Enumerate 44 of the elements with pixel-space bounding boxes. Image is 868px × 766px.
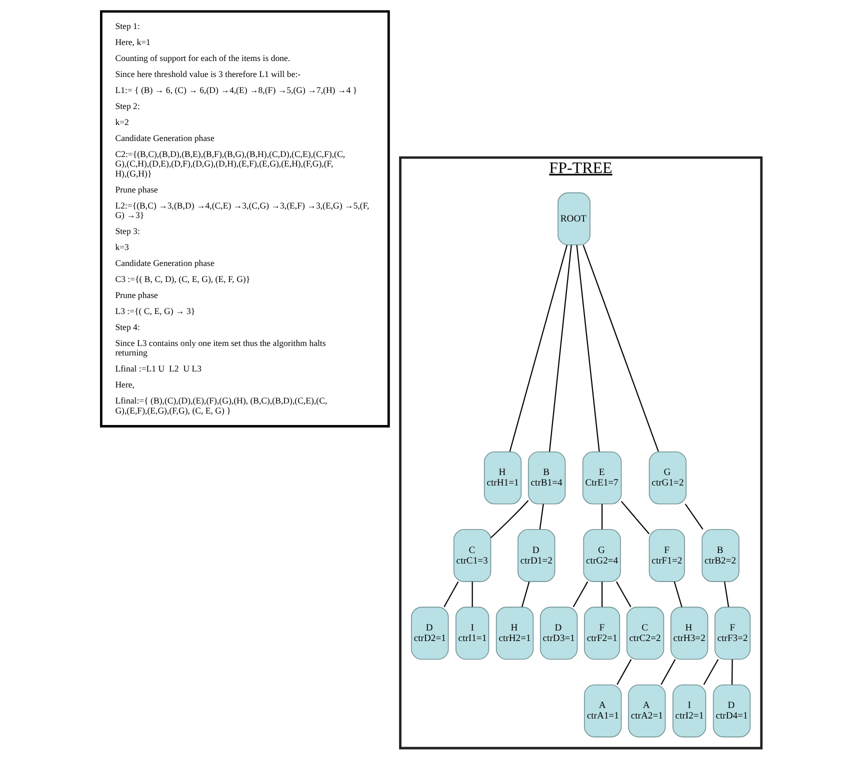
- node-box: C ctrC2=2: [626, 606, 664, 660]
- connector: [471, 582, 472, 607]
- connector: [620, 500, 650, 534]
- connector: [684, 504, 703, 530]
- node-box: D ctrD3=1: [540, 606, 578, 660]
- connector: [508, 244, 568, 452]
- connector: [443, 581, 458, 608]
- connector: [538, 504, 544, 530]
- node-box: C ctrC1=3: [453, 529, 491, 582]
- connector: [660, 659, 676, 685]
- connector: [572, 581, 588, 608]
- connector: [601, 504, 602, 530]
- connector: [490, 500, 528, 538]
- node-box: D ctrD4=1: [712, 684, 750, 738]
- node-box: H ctrH2=1: [495, 606, 534, 660]
- connector: [601, 582, 602, 607]
- node-box: I ctrI1=1: [455, 606, 489, 660]
- connector: [724, 582, 729, 608]
- node-box: ROOT: [557, 192, 590, 246]
- connector: [702, 659, 718, 685]
- node-box: Step 1: Here, k=1 Counting of support for each of the items is done. Since here threshold value is 3 therefore L1 will be:- L1:= { (B) → 6, (C) → 6,(D) →4,(E) →8,(F) →5,(G) →7,(H) →4 } Step 2: k=2 Candidate Generation phase C2:={(B,C),(B,D),(B,E),(B,F),(B,G),(B,H),(C,D),(C,E),(C,F),(C,G),(C,H),(D,E),(D,F),(D,G),(D,H),(E,F),(E,G),(E,H),(F,G),(F,H),(G,H)} Prune phase L2:={(B,C) →3,(B,D) →4,(C,E) →3,(C,G) →3,(E,F) →3,(E,G) →5,(F,G) →3} Step 3: k=3 Candidate Generation phase C3 :={( B, C, D), (C, E, G), (E, F, G)} Prune phase L3 :={( C, E, G) → 3} Step 4: Since L3 contains only one item set thus the algorithm halts returning Lfinal :=L1 U L2 U L3 Here, Lfinal:={ (B),(C),(D),(E),(F),(G),(H), (B,C),(B,D),(C,E),(C,G),(E,F),(E,G),(F,G), (C, E, G) }: [100, 10, 390, 428]
- node-box: B ctrB1=4: [527, 451, 566, 504]
- node-box: F ctrF2=1: [584, 606, 620, 660]
- node-box: G ctrG1=2: [648, 451, 686, 504]
- node-box: F ctrF1=2: [648, 529, 684, 582]
- node-box: G ctrG2=4: [582, 529, 620, 582]
- connector: [673, 582, 682, 608]
- node-box: F ctrF3=2: [714, 606, 750, 660]
- connector: [520, 582, 530, 608]
- node-box: A ctrA1=1: [584, 684, 622, 738]
- node-box: I ctrI2=1: [672, 684, 706, 738]
- connector: [615, 581, 631, 608]
- node-box: D ctrD1=2: [517, 529, 555, 582]
- node-box: D ctrD2=1: [410, 606, 448, 660]
- connector: [582, 244, 658, 452]
- node-box: B ctrB2=2: [701, 529, 739, 582]
- connector: [548, 244, 572, 452]
- connector: [730, 659, 732, 685]
- node-box: A ctrA2=1: [628, 684, 666, 738]
- connector: [576, 244, 600, 452]
- node-box: H ctrH1=1: [483, 451, 522, 504]
- connector: [616, 659, 632, 685]
- node-box: H ctrH3=2: [670, 606, 708, 660]
- node-box: E CtrE1=7: [582, 451, 622, 504]
